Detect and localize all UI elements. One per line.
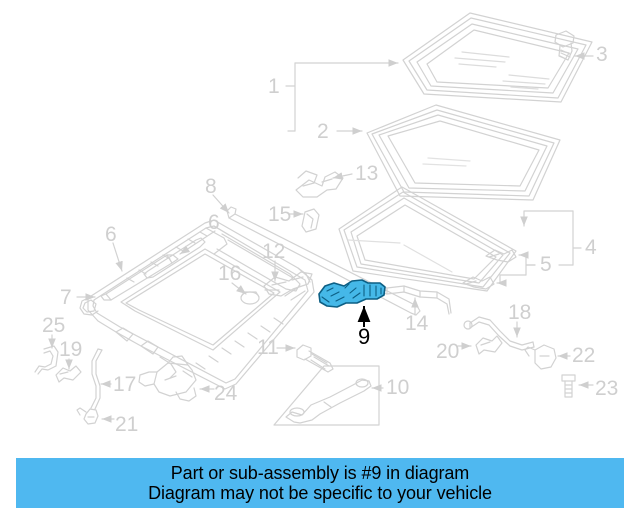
part-6-guide-rod-right [143,237,206,279]
part-19-clip [55,365,82,383]
part-22-drain-valve [524,344,557,370]
callout-label-1: 1 [268,75,280,98]
callout-label-8: 8 [205,175,217,198]
part-15-slide-shoe [301,208,320,233]
part-20-clip [475,335,503,355]
part-25-drain-tube [34,345,59,375]
callout-label-11: 11 [257,336,279,359]
callout-label-22: 22 [572,344,596,367]
leader-lines [48,52,594,423]
callout-label-23: 23 [595,377,619,400]
callout-label-4: 4 [585,236,597,259]
callout-label-10: 10 [386,376,410,399]
callout-label-25: 25 [42,314,66,337]
callout-label-16: 16 [218,262,242,285]
callout-label-7: 7 [60,286,72,309]
part-21-drain-nipple [76,407,99,425]
banner-line-2: Diagram may not be specific to your vehi… [148,483,492,503]
callout-label-6-left: 6 [105,223,117,246]
part-9-highlighted-bracket[interactable] [318,279,386,308]
callout-label-13: 13 [355,162,379,185]
callout-label-21: 21 [115,413,139,436]
part-7-sunroof-frame [79,219,315,390]
part-13-linkage-bracket [295,170,344,198]
part-3-bolt [554,30,575,61]
callout-label-15: 15 [268,203,292,226]
callout-label-6-right: 6 [208,211,220,234]
callout-label-3: 3 [596,43,608,66]
callout-label-19: 19 [59,338,83,361]
callout-label-5: 5 [540,253,552,276]
callout-label-20: 20 [436,340,460,363]
part-5-clips [462,249,517,290]
part-11-bolt [296,344,334,373]
info-banner: Part or sub-assembly is #9 in diagram Di… [16,458,624,508]
part-2-sunroof-glass [366,104,561,201]
callout-label-17: 17 [113,373,137,396]
callout-label-18: 18 [508,301,532,324]
part-4-rear-frame-panel [338,186,517,292]
callout-label-9: 9 [358,324,371,349]
part-12-latch-bracket [263,271,313,297]
callout-label-12: 12 [262,240,286,263]
part-18-drain-hose-right [463,316,535,351]
part-1-glass-panel [402,12,593,103]
part-24-motor [138,355,197,402]
part-23-bolt [561,374,576,398]
banner-line-1: Part or sub-assembly is #9 in diagram [170,462,470,483]
part-16-grommet [240,291,260,305]
part-17-drain-hose [90,348,103,410]
callout-label-2: 2 [317,120,329,143]
callout-label-14: 14 [405,312,429,335]
part-10-detail-box [273,365,380,426]
callout-label-24: 24 [214,382,238,405]
